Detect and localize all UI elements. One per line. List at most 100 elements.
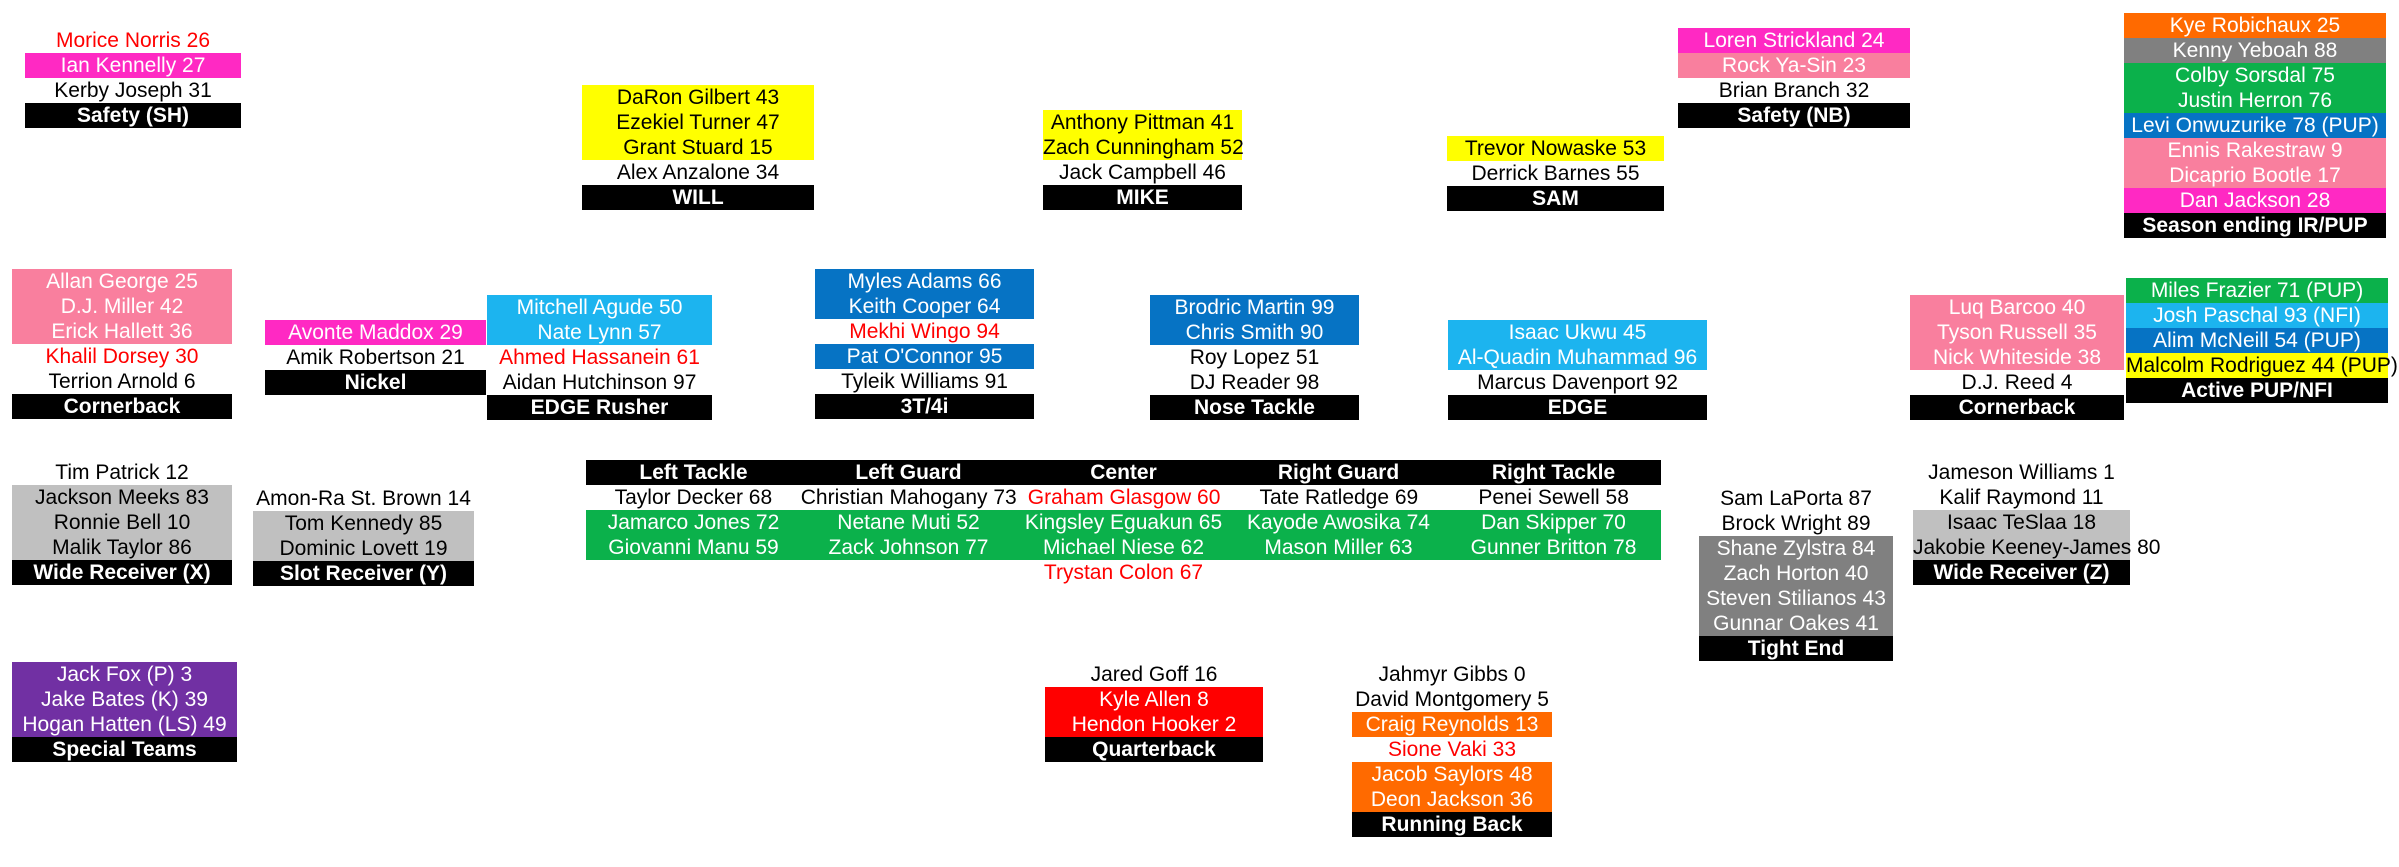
player-row[interactable]: Sione Vaki 33	[1352, 737, 1552, 762]
player-row[interactable]: Zach Horton 40	[1699, 561, 1893, 586]
player-row[interactable]: Jacob Saylors 48	[1352, 762, 1552, 787]
player-row[interactable]: Alex Anzalone 34	[582, 160, 814, 185]
player-row[interactable]: Jackson Meeks 83	[12, 485, 232, 510]
player-row[interactable]: Trystan Colon 67	[1016, 560, 1231, 585]
player-row[interactable]: David Montgomery 5	[1352, 687, 1552, 712]
player-row[interactable]: Jack Fox (P) 3	[12, 662, 237, 687]
player-row[interactable]: Trevor Nowaske 53	[1447, 136, 1664, 161]
player-row[interactable]: Sam LaPorta 87	[1699, 486, 1893, 511]
player-row[interactable]: Malcolm Rodriguez 44 (PUP)	[2126, 353, 2398, 378]
player-row[interactable]: Brodric Martin 99	[1150, 295, 1359, 320]
player-row[interactable]: Tyson Russell 35	[1910, 320, 2124, 345]
player-row[interactable]: Ronnie Bell 10	[12, 510, 232, 535]
player-row[interactable]: Jamarco Jones 72	[586, 510, 801, 535]
player-row[interactable]: Tim Patrick 12	[12, 460, 232, 485]
player-row[interactable]: Dan Jackson 28	[2124, 188, 2386, 213]
player-row[interactable]: D.J. Reed 4	[1910, 370, 2124, 395]
player-row[interactable]: Zack Johnson 77	[801, 535, 1016, 560]
player-row[interactable]: Kalif Raymond 11	[1913, 485, 2130, 510]
player-row[interactable]: Nick Whiteside 38	[1910, 345, 2124, 370]
player-row[interactable]: Gunnar Oakes 41	[1699, 611, 1893, 636]
player-row[interactable]: Pat O'Connor 95	[815, 344, 1034, 369]
player-row[interactable]: Jake Bates (K) 39	[12, 687, 237, 712]
player-row[interactable]: DaRon Gilbert 43	[582, 85, 814, 110]
player-row[interactable]: Allan George 25	[12, 269, 232, 294]
player-row[interactable]: Hogan Hatten (LS) 49	[12, 712, 237, 737]
player-row[interactable]: Deon Jackson 36	[1352, 787, 1552, 812]
player-row[interactable]: Tate Ratledge 69	[1231, 485, 1447, 510]
player-row[interactable]: Colby Sorsdal 75	[2124, 63, 2386, 88]
player-row[interactable]: Zach Cunningham 52	[1043, 135, 1244, 160]
player-row[interactable]: Ian Kennelly 27	[25, 53, 241, 78]
oline-extra[interactable]: Trystan Colon 67	[586, 560, 1661, 585]
player-row[interactable]: Josh Paschal 93 (NFI)	[2126, 303, 2388, 328]
player-row[interactable]: Dominic Lovett 19	[253, 536, 474, 561]
player-row[interactable]: Jakobie Keeney-James 80	[1913, 535, 2161, 560]
player-row[interactable]: Roy Lopez 51	[1150, 345, 1359, 370]
player-row[interactable]: Kingsley Eguakun 65	[1016, 510, 1231, 535]
player-row[interactable]: Anthony Pittman 41	[1043, 110, 1242, 135]
player-row[interactable]: Luq Barcoo 40	[1910, 295, 2124, 320]
player-row[interactable]: Steven Stilianos 43	[1699, 586, 1893, 611]
player-row[interactable]: Jahmyr Gibbs 0	[1352, 662, 1552, 687]
player-row[interactable]: Avonte Maddox 29	[265, 320, 486, 345]
player-row[interactable]: D.J. Miller 42	[12, 294, 232, 319]
player-row[interactable]: Craig Reynolds 13	[1352, 712, 1552, 737]
player-row[interactable]: Jared Goff 16	[1045, 662, 1263, 687]
player-row[interactable]: Giovanni Manu 59	[586, 535, 801, 560]
player-row[interactable]: Derrick Barnes 55	[1447, 161, 1664, 186]
player-row[interactable]: Ennis Rakestraw 9	[2124, 138, 2386, 163]
player-row[interactable]: Dicaprio Bootle 17	[2124, 163, 2386, 188]
player-row[interactable]: Alim McNeill 54 (PUP)	[2126, 328, 2388, 353]
player-row[interactable]: Netane Muti 52	[801, 510, 1016, 535]
player-row[interactable]: Mason Miller 63	[1231, 535, 1446, 560]
player-row[interactable]: Amon-Ra St. Brown 14	[253, 486, 474, 511]
player-row[interactable]: Shane Zylstra 84	[1699, 536, 1893, 561]
player-row[interactable]: Brian Branch 32	[1678, 78, 1910, 103]
player-row[interactable]: Miles Frazier 71 (PUP)	[2126, 278, 2388, 303]
player-row[interactable]: DJ Reader 98	[1150, 370, 1359, 395]
player-row[interactable]: Al-Quadin Muhammad 96	[1448, 345, 1707, 370]
player-row[interactable]: Aidan Hutchinson 97	[487, 370, 712, 395]
player-row[interactable]: Jameson Williams 1	[1913, 460, 2130, 485]
player-row[interactable]: Kayode Awosika 74	[1231, 510, 1446, 535]
player-row[interactable]: Kenny Yeboah 88	[2124, 38, 2386, 63]
player-row[interactable]: Mekhi Wingo 94	[815, 319, 1034, 344]
player-row[interactable]: Malik Taylor 86	[12, 535, 232, 560]
player-row[interactable]: Terrion Arnold 6	[12, 369, 232, 394]
player-row[interactable]: Kyle Allen 8	[1045, 687, 1263, 712]
player-row[interactable]: Isaac TeSlaa 18	[1913, 510, 2130, 535]
player-row[interactable]: Khalil Dorsey 30	[12, 344, 232, 369]
player-row[interactable]: Tyleik Williams 91	[815, 369, 1034, 394]
player-row[interactable]: Gunner Britton 78	[1446, 535, 1661, 560]
player-row[interactable]: Hendon Hooker 2	[1045, 712, 1263, 737]
player-row[interactable]: Ezekiel Turner 47	[582, 110, 814, 135]
player-row[interactable]: Dan Skipper 70	[1446, 510, 1661, 535]
player-row[interactable]: Graham Glasgow 60	[1016, 485, 1232, 510]
player-row[interactable]: Mitchell Agude 50	[487, 295, 712, 320]
player-row[interactable]: Chris Smith 90	[1150, 320, 1359, 345]
player-row[interactable]: Amik Robertson 21	[265, 345, 486, 370]
player-row[interactable]: Taylor Decker 68	[586, 485, 801, 510]
player-row[interactable]: Kerby Joseph 31	[25, 78, 241, 103]
player-row[interactable]: Loren Strickland 24	[1678, 28, 1910, 53]
player-row[interactable]: Tom Kennedy 85	[253, 511, 474, 536]
